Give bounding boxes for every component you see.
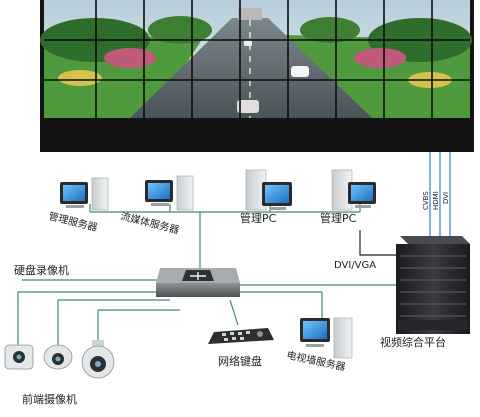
label-dvi: DVI xyxy=(442,192,450,204)
camera-2 xyxy=(43,344,73,370)
dvi-vga-link xyxy=(359,230,410,256)
label-streaming-server: 流媒体服务器 xyxy=(119,209,180,236)
label-management-pc-1: 管理PC xyxy=(240,211,277,225)
label-management-server: 管理服务器 xyxy=(47,209,99,234)
label-management-pc-2: 管理PC xyxy=(320,211,357,225)
video-output-lines xyxy=(429,152,451,238)
camera-3 xyxy=(81,340,115,379)
label-front-cameras: 前端摄像机 xyxy=(22,392,77,406)
tv-wall-server-device xyxy=(300,317,353,359)
label-dvi-vga: DVI/VGA xyxy=(334,260,376,271)
video-wall xyxy=(40,0,474,152)
network-keyboard-device xyxy=(208,328,274,344)
label-network-keyboard: 网络键盘 xyxy=(218,354,262,368)
management-pc-1 xyxy=(245,169,292,211)
label-cvbs: CVBS xyxy=(422,191,430,210)
video-platform-rack xyxy=(396,236,470,334)
connection-lines xyxy=(17,204,396,348)
label-hdmi: HDMI xyxy=(432,191,440,210)
label-dvr: 硬盘录像机 xyxy=(14,263,69,277)
management-pc-2 xyxy=(331,169,376,211)
streaming-server xyxy=(145,175,194,211)
camera-1 xyxy=(4,344,34,370)
network-switch xyxy=(156,268,240,297)
label-video-platform: 视频综合平台 xyxy=(380,335,446,349)
management-server xyxy=(60,177,109,211)
